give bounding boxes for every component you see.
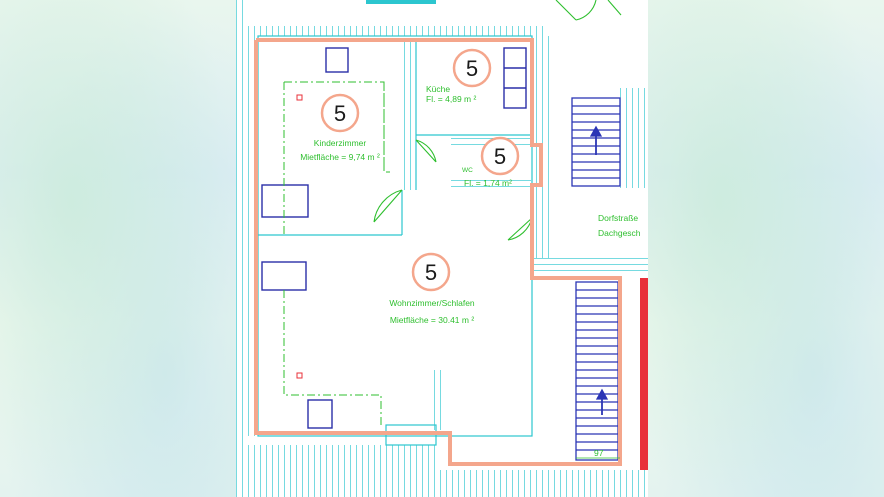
badge-number: 5 [494, 144, 506, 169]
badge-kinderzimmer: 5 [320, 93, 360, 133]
dimension-label: 97 [594, 448, 604, 458]
badge-wohnzimmer: 5 [411, 252, 451, 292]
badge-number: 5 [425, 260, 437, 285]
staircase-upper [571, 97, 621, 187]
room-name-wc: WC [462, 167, 473, 174]
neighbour-label-floor: Dachgesch [598, 228, 641, 238]
apartment-boundary [254, 38, 622, 466]
room-name-kinderzimmer: Kinderzimmer [314, 138, 367, 148]
furniture [261, 47, 527, 429]
right-blurred-margin [648, 0, 884, 497]
badge-kueche: 5 [452, 48, 492, 88]
room-area-kueche: Fl. = 4,89 m ² [426, 94, 476, 104]
wall-hatching [236, 0, 648, 497]
room-area-wohnzimmer: Mietfläche = 30.41 m ² [390, 315, 475, 325]
left-blurred-margin [0, 0, 236, 497]
staircase-lower [575, 281, 619, 461]
room-name-kueche: Küche [426, 84, 450, 94]
wall-outlines [257, 35, 533, 446]
room-area-wc: Fl. = 1,74 m² [464, 178, 512, 188]
badge-number: 5 [334, 101, 346, 126]
neighbour-label-street: Dorfstraße [598, 213, 638, 223]
room-dashed-outlines [283, 81, 390, 425]
marker [296, 372, 303, 379]
red-wall-element [640, 278, 648, 470]
room-area-kinderzimmer: Mietfläche = 9,74 m ² [300, 152, 380, 162]
badge-wc: 5 [480, 136, 520, 176]
badge-number: 5 [466, 56, 478, 81]
floor-plan: 5 5 5 5 Kinderzimmer Mietfläche = 9,74 m… [236, 0, 648, 497]
marker [296, 94, 303, 101]
room-name-wohnzimmer: Wohnzimmer/Schlafen [389, 298, 475, 308]
